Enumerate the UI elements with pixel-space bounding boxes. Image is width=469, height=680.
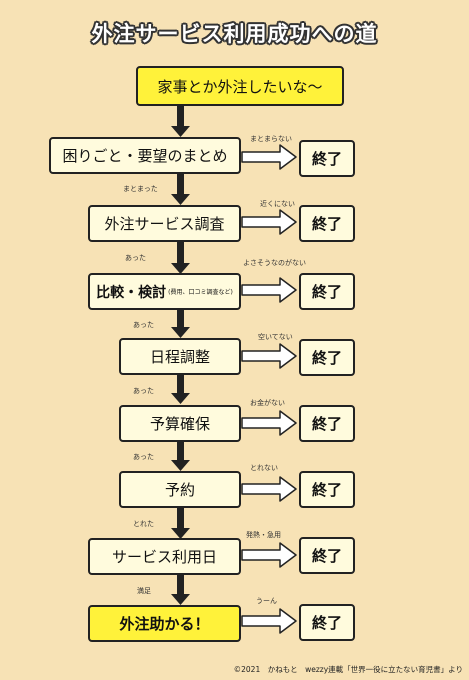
end-box: 終了 (299, 471, 355, 508)
step-label: 比較・検討 (96, 284, 167, 301)
step-label: 予算確保 (149, 415, 210, 433)
step-box-reservation: 予約 (119, 471, 241, 508)
yes-label: あった (125, 254, 146, 262)
end-box: 終了 (299, 339, 355, 376)
step-box-research: 外注サービス調査 (88, 205, 241, 242)
down-arrow (171, 375, 190, 404)
right-arrow (241, 608, 297, 634)
no-label: よさそうなのがない (243, 259, 306, 267)
no-label: とれない (250, 464, 278, 472)
step-box-success: 外注助かる！ (88, 605, 241, 642)
step-box-service-day: サービス利用日 (88, 538, 241, 575)
step-box-budget: 予算確保 (119, 405, 241, 442)
start-box: 家事とか外注したいな〜 (136, 66, 344, 106)
no-label: 空いてない (258, 333, 293, 341)
step-box-compare: 比較・検討 (費用、口コミ調査など) (88, 273, 241, 310)
yes-label: あった (133, 321, 154, 329)
yes-label: まとまった (123, 185, 158, 193)
yes-label: とれた (133, 520, 154, 528)
down-arrow (171, 508, 190, 539)
right-arrow (241, 476, 297, 502)
no-label: まとまらない (250, 135, 292, 143)
end-box: 終了 (299, 273, 355, 310)
right-arrow (241, 410, 297, 436)
yes-label: あった (133, 387, 154, 395)
step-label: 困りごと・要望のまとめ (62, 147, 228, 165)
no-label: 近くにない (260, 200, 295, 208)
right-arrow (241, 277, 297, 303)
step-label: 外注サービス調査 (104, 215, 225, 233)
right-arrow (241, 542, 297, 568)
down-arrows (171, 106, 190, 605)
yes-label: 満足 (137, 587, 151, 595)
step-note: (費用、口コミ調査など) (168, 289, 233, 296)
credit-text: ©2021 かねもと wezzy連載「世界一役に立たない育児書」より (233, 665, 463, 674)
down-arrow (171, 106, 190, 137)
step-label: サービス利用日 (111, 548, 217, 566)
no-label: 発熱・急用 (246, 531, 281, 539)
step-label: 日程調整 (149, 348, 210, 366)
page-title: 外注サービス利用成功への道 (91, 22, 378, 46)
right-arrow (241, 209, 297, 235)
step-box-schedule: 日程調整 (119, 338, 241, 375)
right-arrow (241, 343, 297, 369)
end-box: 終了 (299, 205, 355, 242)
yes-label: あった (133, 453, 154, 461)
no-label: うーん (256, 597, 277, 605)
right-arrow (241, 144, 297, 170)
step-label: 外注助かる！ (119, 615, 210, 633)
down-arrow (171, 575, 190, 605)
down-arrow (171, 310, 190, 338)
down-arrow (171, 442, 190, 471)
end-box: 終了 (299, 604, 355, 641)
down-arrow (171, 242, 190, 274)
no-label: お金がない (250, 399, 285, 407)
step-label: 予約 (164, 481, 195, 499)
end-box: 終了 (299, 537, 355, 574)
end-box: 終了 (299, 140, 355, 177)
step-box-summary: 困りごと・要望のまとめ (49, 137, 241, 174)
right-arrows (241, 144, 297, 634)
end-box: 終了 (299, 405, 355, 442)
down-arrow (171, 174, 190, 205)
